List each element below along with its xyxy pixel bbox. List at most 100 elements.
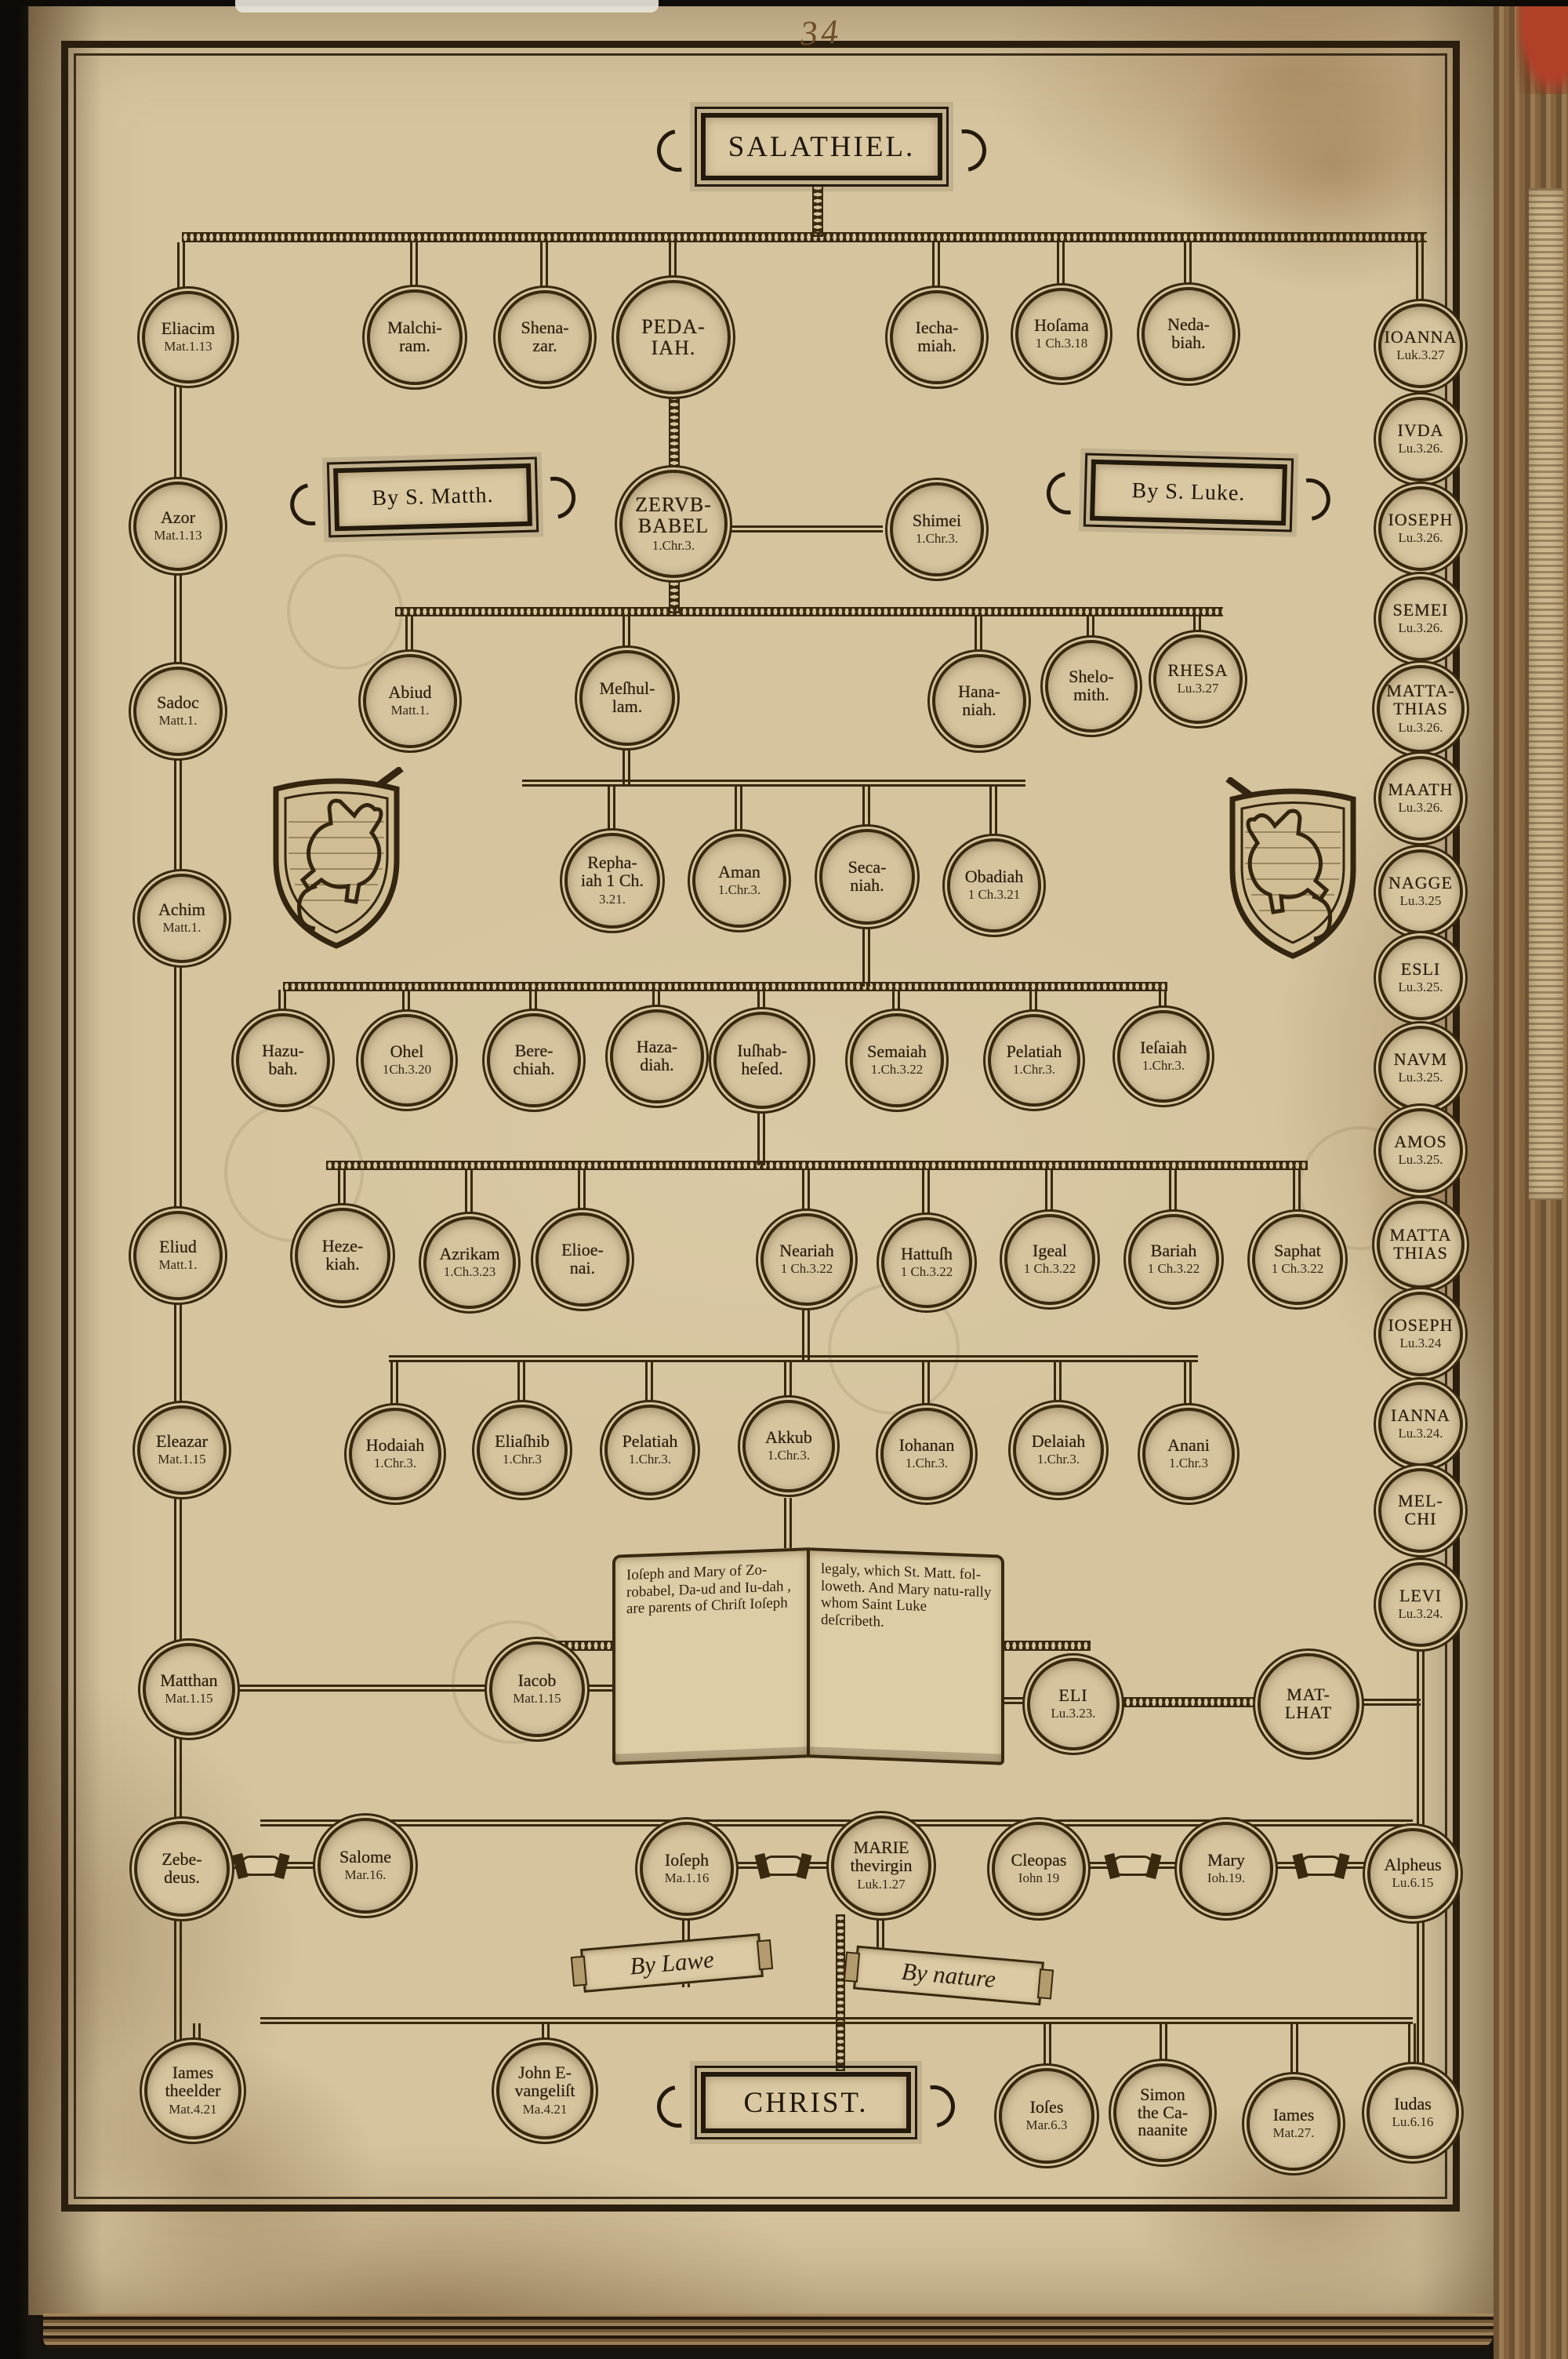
node-label: MAT- LHAT [1284,1685,1333,1722]
connector-line [465,1169,473,1219]
connector-line [784,1361,792,1401]
node-label: Hazu- bah. [262,1041,304,1078]
node-label: Meſhul- lam. [599,678,655,716]
node-label: Malchi- ram. [387,318,442,355]
node-label: Seca- niah. [848,857,887,895]
connector-line [652,990,660,1013]
connector-line [812,185,823,237]
tree-node-iushabhesed: Iuſhab- heſed. [713,1012,811,1109]
connector-line [1290,2023,1298,2075]
node-reference: 1 Ch.3.22 [780,1261,833,1277]
node-reference: Lu.3.24 [1399,1336,1442,1351]
node-reference: Luk.3.27 [1396,347,1445,363]
connector-line [1193,615,1201,638]
connector-line [932,242,940,293]
node-reference: Ma.1.16 [664,1870,710,1886]
node-label: Elioe- nai. [561,1240,604,1278]
connector-line [540,242,548,293]
tree-node-meshullam: Meſhul- lam. [579,650,675,746]
by-nature-label: By nature [900,1957,997,1994]
lion-shield-right-icon [1225,777,1356,959]
node-label: Hana- niah. [958,682,1000,719]
node-label: LEVI [1399,1585,1443,1605]
connector-line [892,990,900,1016]
connector-line [622,615,630,654]
tree-node-iechamiah: Iecha- miah. [890,290,984,384]
connector-line [542,2023,550,2045]
node-reference: Lu.3.26. [1398,620,1443,636]
connector-line [278,990,286,1016]
connector-line [177,242,185,294]
bleedthrough-circle [287,554,403,670]
node-label: Simon the Ca- naanite [1137,2084,1189,2140]
node-reference: Lu.3.26. [1398,530,1443,546]
connector-line [1045,1169,1053,1216]
tree-node-secaniah: Seca- niah. [819,829,915,925]
node-label: Iames [1272,2104,1315,2125]
book-right-page: legaly, which St. Matt. fol-loweth. And … [808,1547,1004,1765]
node-label: Iohanan [898,1434,955,1455]
clasped-hands-icon [1300,1856,1342,1876]
node-label: Azor [161,507,195,527]
node-label: Hodaiah [365,1434,425,1455]
node-label: Achim [158,899,205,919]
node-label: Zebe- deus. [162,1849,202,1887]
node-reference: 1.Chr.3. [652,538,695,554]
node-reference: Mat.27. [1272,2125,1315,2141]
node-label: MATTA THIAS [1389,1225,1452,1263]
node-label: Hoſama [1034,314,1089,335]
connector-line [410,242,418,293]
tree-node-rephaiah: Repha- iah 1 Ch.3.21. [564,833,660,929]
node-label: Iecha- miah. [915,318,959,355]
connector-line [802,1169,810,1216]
node-reference: 1 Ch.3.22 [1147,1261,1200,1277]
tree-node-hazubah: Hazu- bah. [236,1013,330,1107]
node-label: Iudas [1394,2093,1432,2114]
node-label: SEMEI [1392,599,1449,620]
connector-line [534,1641,612,1651]
bottom-page-edges [43,2314,1494,2348]
node-reference: Mar.16. [344,1867,387,1883]
node-label: Heze- kiah. [321,1236,364,1274]
connector-line [989,785,997,837]
connector-line [608,785,615,835]
connector-line [283,982,1167,991]
node-label: IOSEPH [1388,509,1454,529]
decoration-layer [28,5,1504,2315]
node-label: Pelatiah [622,1430,678,1451]
connector-line [529,990,537,1016]
connector-line [1184,1361,1192,1409]
connector-line [1160,2023,1167,2064]
node-reference: Lu.3.26. [1398,800,1443,816]
scanner-background [235,0,659,13]
node-reference: 1 Ch.3.22 [900,1264,953,1280]
node-label: Anani [1167,1434,1210,1455]
connector-line [1057,242,1065,289]
connector-line [757,990,765,1015]
connector-line [1087,615,1094,643]
node-label: Sadoc [157,692,199,712]
node-label: NAVM [1393,1049,1448,1069]
node-label: John E- vangeliſt [514,2063,575,2100]
node-label: Shelo- mith. [1069,667,1114,704]
connector-line [735,785,742,835]
node-label: RHESA [1167,660,1229,680]
node-label: Azrikam [439,1243,500,1263]
